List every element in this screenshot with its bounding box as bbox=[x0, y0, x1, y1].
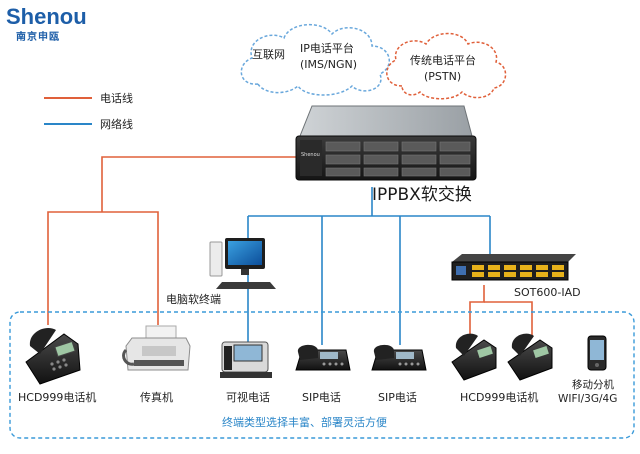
pstn-cloud-outline bbox=[386, 32, 507, 100]
terminal-label-mobile: 移动分机 bbox=[572, 378, 614, 391]
terminal-fax: 传真机 bbox=[122, 325, 191, 404]
phone-line-left-phones bbox=[47, 211, 159, 325]
legend-network-label: 网络线 bbox=[100, 117, 133, 131]
terminal-label-sip-1: SIP电话 bbox=[302, 391, 341, 404]
terminal-hcd999-left: HCD999电话机 bbox=[18, 327, 96, 404]
ip-cloud-line2: (IMS/NGN) bbox=[300, 58, 357, 71]
pstn-cloud-line1: 传统电话平台 bbox=[410, 53, 476, 67]
terminal-hcd999-right-b bbox=[507, 333, 553, 381]
brand-logo: Shenou 南京申瓯 bbox=[6, 4, 87, 43]
terminal-label-fax: 传真机 bbox=[140, 390, 173, 404]
ippbx-server: Shenou IPPBX软交换 bbox=[295, 105, 477, 205]
pstn-cloud-line2: (PSTN) bbox=[424, 70, 461, 83]
phone-line-gateway-right bbox=[484, 301, 533, 338]
terminal-label-video-phone: 可视电话 bbox=[226, 390, 270, 404]
terminal-mobile: 移动分机 WIFI/3G/4G bbox=[558, 335, 617, 405]
network-lines bbox=[247, 187, 491, 345]
terminal-video-phone: 可视电话 bbox=[220, 341, 272, 404]
phone-lines bbox=[47, 156, 533, 338]
phone-line-gateway-left bbox=[469, 285, 485, 338]
terminal-label-hcd999-right: HCD999电话机 bbox=[460, 390, 538, 404]
ip-cloud-line1: IP电话平台 bbox=[300, 41, 354, 55]
server-badge: Shenou bbox=[301, 152, 320, 158]
ip-cloud: 互联网 IP电话平台 (IMS/NGN) bbox=[240, 23, 390, 96]
brand-subname: 南京申瓯 bbox=[16, 30, 60, 43]
brand-name: Shenou bbox=[6, 4, 87, 29]
phone-line-server-to-left bbox=[101, 156, 300, 212]
terminal-zone-boundary bbox=[9, 311, 635, 439]
terminal-label-mobile-network: WIFI/3G/4G bbox=[558, 393, 617, 405]
legend: 电话线 网络线 bbox=[44, 91, 133, 131]
legend-phone-label: 电话线 bbox=[100, 91, 133, 105]
pstn-cloud: 传统电话平台 (PSTN) bbox=[386, 32, 507, 100]
footer-caption: 终端类型选择丰富、部署灵活方便 bbox=[222, 415, 387, 429]
server-label: IPPBX软交换 bbox=[372, 185, 472, 205]
terminal-label-hcd999-left: HCD999电话机 bbox=[18, 390, 96, 404]
terminal-label-sip-2: SIP电话 bbox=[378, 391, 417, 404]
gateway-device: SOT600-IAD bbox=[451, 254, 581, 299]
terminal-sip-2: SIP电话 bbox=[371, 344, 427, 404]
terminal-sip-1: SIP电话 bbox=[295, 344, 351, 404]
gateway-label: SOT600-IAD bbox=[514, 286, 581, 299]
pc-label: 电脑软终端 bbox=[166, 292, 221, 306]
ip-cloud-outline bbox=[240, 23, 390, 96]
ip-cloud-side-label: 互联网 bbox=[252, 48, 285, 61]
terminal-hcd999-right-a bbox=[451, 333, 497, 381]
pc-terminal: 电脑软终端 bbox=[166, 238, 276, 306]
